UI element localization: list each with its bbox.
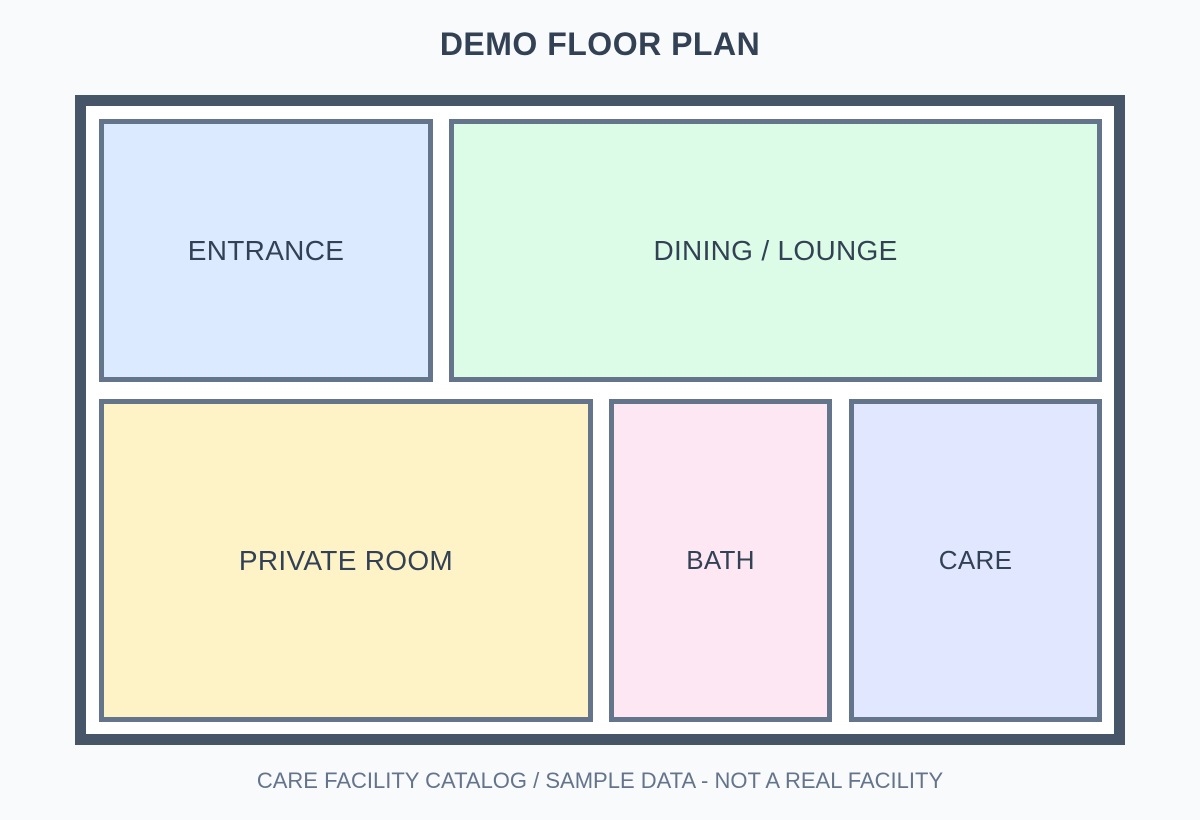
room-entrance[interactable]: ENTRANCE	[99, 119, 433, 382]
room-dining-lounge[interactable]: DINING / LOUNGE	[449, 119, 1102, 382]
room-label: DINING / LOUNGE	[653, 234, 898, 266]
room-label: ENTRANCE	[187, 234, 345, 266]
room-label: CARE	[938, 545, 1013, 575]
room-care[interactable]: CARE	[849, 399, 1102, 722]
page-title: DEMO FLOOR PLAN	[439, 26, 761, 62]
footer-caption: CARE FACILITY CATALOG / SAMPLE DATA - NO…	[256, 768, 944, 793]
room-bath[interactable]: BATH	[609, 399, 832, 722]
room-private-room[interactable]: PRIVATE ROOM	[99, 399, 593, 722]
room-label: BATH	[686, 545, 755, 575]
room-label: PRIVATE ROOM	[238, 544, 454, 576]
floor-plan-outer-wall: ENTRANCE DINING / LOUNGE PRIVATE ROOM BA…	[75, 95, 1125, 745]
